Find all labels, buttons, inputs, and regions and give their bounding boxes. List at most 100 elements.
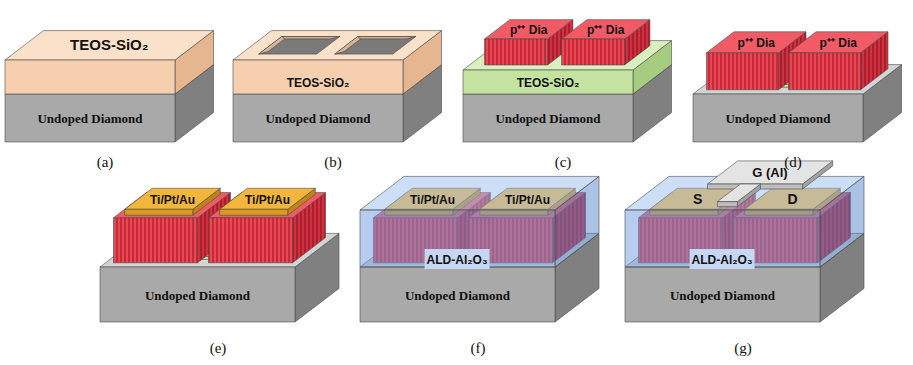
node-text: TEOS-SiO₂	[70, 37, 148, 54]
step-a	[5, 31, 214, 142]
p-diamond-block-front	[114, 218, 198, 263]
diamond-substrate-front	[360, 267, 555, 322]
diamond-substrate-front	[625, 267, 820, 322]
teos-layer-top	[233, 31, 442, 60]
node-text: D	[787, 192, 797, 207]
p-diamond-block-top	[562, 20, 650, 39]
metal-label: Ti/Pt/Au	[503, 189, 552, 209]
opening-wall	[335, 36, 361, 54]
metal-label: Ti/Pt/Au	[408, 189, 457, 209]
metal-pad-front	[220, 209, 288, 215]
substrate-label: Undoped Diamond	[493, 108, 602, 128]
substrate-label: Undoped Diamond	[263, 108, 372, 128]
panel-label: (d)	[784, 154, 802, 171]
diamond-substrate-front	[693, 94, 863, 142]
node-text: p⁺⁺ Dia	[738, 37, 775, 50]
layer-label: ALD-Al₂O₃	[425, 249, 490, 269]
panel-label: (e)	[210, 340, 227, 357]
substrate-label: Undoped Diamond	[143, 285, 252, 305]
teos-layer-front	[5, 60, 175, 94]
gate-stem-front	[717, 202, 737, 207]
doped-region-label: p⁺⁺ Dia	[818, 32, 859, 52]
node-text: TEOS-SiO₂	[287, 77, 350, 90]
node-text: p⁺⁺ Dia	[587, 24, 624, 37]
node-text: Undoped Diamond	[670, 289, 775, 303]
node-text: Undoped Diamond	[145, 289, 250, 303]
diamond-substrate-front	[463, 94, 633, 142]
layer-label: ALD-Al₂O₃	[690, 249, 755, 269]
metal-label: Ti/Pt/Au	[148, 189, 197, 209]
gate-label: G (Al)	[750, 162, 789, 182]
doped-region-label: p⁺⁺ Dia	[736, 32, 777, 52]
drain-label: D	[785, 189, 799, 209]
ald-layer-front	[625, 210, 820, 267]
node-text: Ti/Pt/Au	[505, 194, 550, 207]
panel-label: (c)	[555, 154, 572, 171]
substrate-label: Undoped Diamond	[723, 108, 832, 128]
node-text: TEOS-SiO₂	[517, 77, 580, 90]
node-text: G (Al)	[752, 166, 787, 180]
p-diamond-block-top	[789, 32, 889, 53]
p-diamond-block-top	[485, 20, 573, 39]
opening-wall	[259, 36, 285, 54]
metal-pad-top	[220, 188, 315, 209]
node-text: ALD-Al₂O₃	[692, 254, 753, 267]
etched-opening	[335, 36, 416, 54]
etched-opening	[259, 36, 340, 54]
substrate-label: Undoped Diamond	[668, 285, 777, 305]
gate-stem-top	[717, 184, 760, 202]
node-text: p⁺⁺ Dia	[510, 24, 547, 37]
layer-label: TEOS-SiO₂	[285, 72, 352, 92]
node-text: Undoped Diamond	[37, 112, 142, 126]
layer-label: TEOS-SiO₂	[515, 72, 582, 92]
panel-label: (f)	[471, 340, 486, 357]
panel-label: (g)	[734, 340, 752, 357]
step-d	[693, 32, 902, 142]
doped-region-label: p⁺⁺ Dia	[585, 19, 626, 39]
opening-wall	[282, 36, 340, 39]
teos-layer-front	[233, 60, 403, 94]
node-text: Undoped Diamond	[495, 112, 600, 126]
source-label: S	[691, 189, 704, 209]
gate-pad-top	[708, 161, 833, 184]
node-text: S	[693, 192, 702, 207]
p-diamond-block-top	[707, 32, 807, 53]
node-text: Ti/Pt/Au	[245, 194, 290, 207]
substrate-label: Undoped Diamond	[403, 285, 512, 305]
opening-wall	[358, 36, 416, 39]
ald-layer-top	[360, 176, 599, 210]
layer-label: TEOS-SiO₂	[68, 35, 150, 55]
node-text: p⁺⁺ Dia	[820, 37, 857, 50]
ald-layer-front	[360, 210, 555, 267]
diamond-substrate-front	[5, 94, 175, 142]
node-text: Ti/Pt/Au	[150, 194, 195, 207]
step-b	[233, 31, 442, 142]
node-text: Undoped Diamond	[725, 112, 830, 126]
metal-label: Ti/Pt/Au	[243, 189, 292, 209]
diamond-substrate-front	[100, 267, 295, 322]
p-diamond-block-front	[485, 39, 548, 65]
step-g	[625, 161, 864, 322]
teos-layer-top	[5, 31, 214, 60]
p-diamond-block-front	[562, 39, 625, 65]
panel-label: (b)	[324, 154, 342, 171]
metal-pad-front	[125, 209, 193, 215]
node-text: Ti/Pt/Au	[410, 194, 455, 207]
node-text: ALD-Al₂O₃	[427, 254, 488, 267]
teos-layer-front	[463, 70, 633, 94]
metal-pad-top	[125, 188, 221, 209]
substrate-label: Undoped Diamond	[35, 108, 144, 128]
doped-region-label: p⁺⁺ Dia	[508, 19, 549, 39]
p-diamond-block-front	[789, 53, 861, 90]
p-diamond-block-front	[209, 218, 293, 263]
panel-label: (a)	[97, 154, 114, 171]
step-c	[463, 20, 672, 142]
step-e	[100, 188, 339, 322]
diamond-substrate-front	[233, 94, 403, 142]
node-text: Undoped Diamond	[405, 289, 510, 303]
p-diamond-block-front	[707, 53, 779, 90]
